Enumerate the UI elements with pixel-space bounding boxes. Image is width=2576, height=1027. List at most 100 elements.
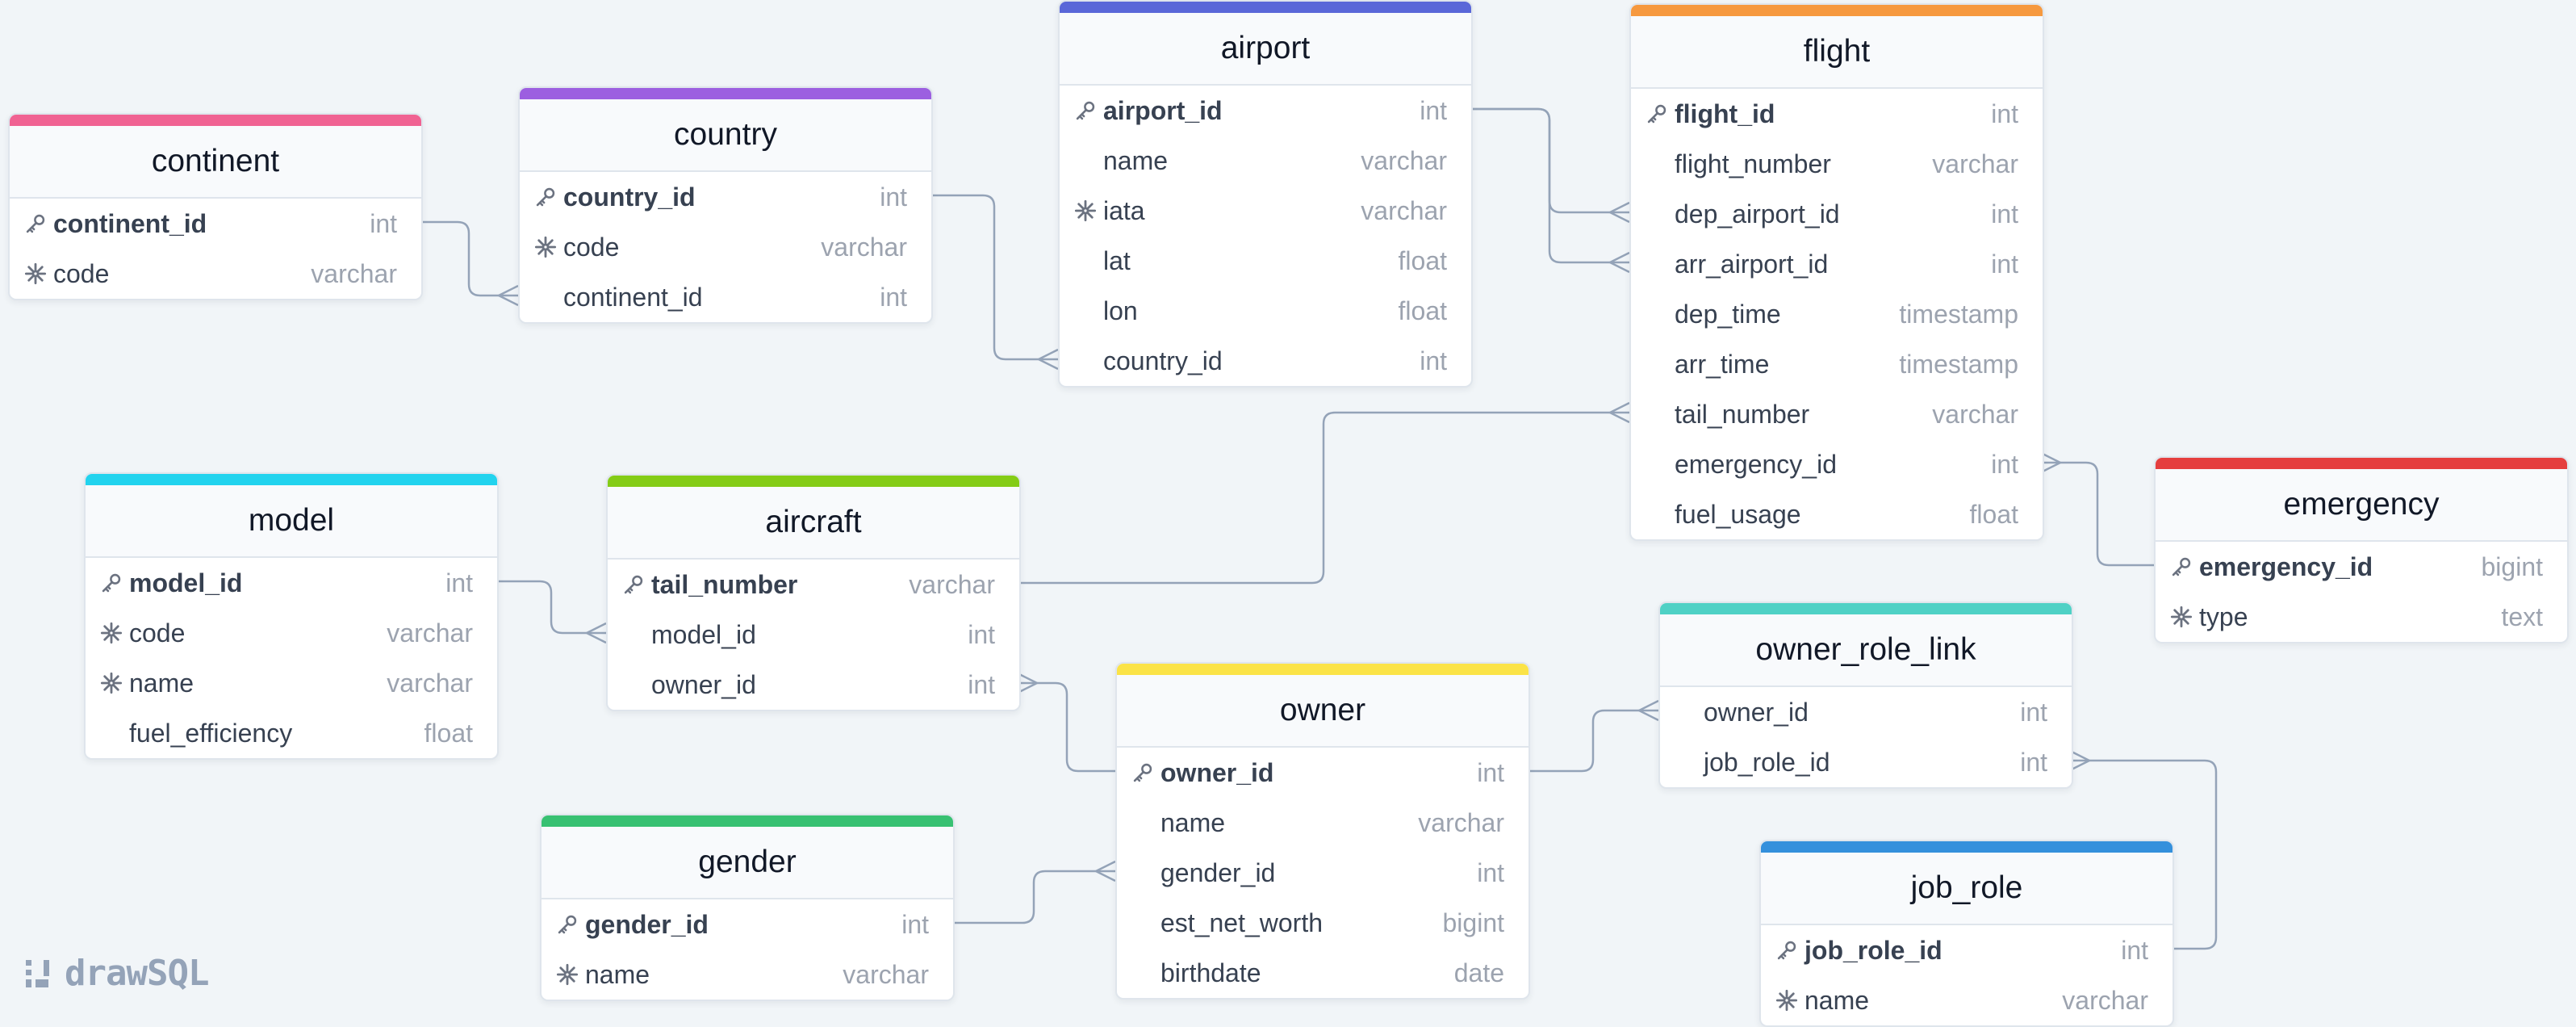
crows-foot-icon — [1609, 201, 1630, 224]
table-color-bar — [1761, 841, 2172, 853]
field-type: varchar — [1932, 399, 2018, 429]
field-name: gender_id — [1160, 857, 1276, 887]
crows-foot-icon — [586, 622, 607, 644]
field-row-lon[interactable]: lon float — [1060, 286, 1471, 336]
table-title[interactable]: job_role — [1761, 853, 2172, 925]
unique-index-icon — [1775, 989, 1804, 1012]
relationship-line — [1470, 107, 1629, 264]
field-type: int — [1477, 857, 1504, 887]
crows-foot-icon — [2040, 451, 2061, 474]
field-type: int — [2020, 747, 2047, 777]
unique-index-icon — [2170, 606, 2199, 628]
field-name: lon — [1103, 296, 1138, 325]
table-title[interactable]: flight — [1631, 16, 2043, 89]
field-type: timestamp — [1899, 349, 2018, 379]
field-name: emergency_id — [1675, 449, 1837, 479]
field-row-name[interactable]: name varchar — [1117, 798, 1528, 848]
field-type: float — [1969, 499, 2018, 529]
crows-foot-icon — [1638, 699, 1659, 722]
field-type: int — [445, 568, 473, 597]
table-title[interactable]: owner — [1117, 675, 1528, 748]
unique-index-icon — [24, 262, 53, 285]
table-title[interactable]: gender — [542, 827, 953, 899]
primary-key-icon — [1646, 103, 1675, 125]
table-title[interactable]: model — [86, 485, 497, 558]
table-title[interactable]: airport — [1060, 13, 1471, 86]
table-title[interactable]: country — [520, 99, 931, 172]
table-title[interactable]: owner_role_link — [1660, 614, 2072, 687]
relationship-line — [1527, 709, 1658, 773]
field-name: country_id — [1103, 346, 1223, 375]
crows-foot-icon — [2069, 749, 2090, 772]
table-title[interactable]: emergency — [2156, 469, 2567, 542]
field-name: owner_id — [651, 669, 756, 699]
table-title[interactable]: continent — [10, 126, 421, 199]
field-type: bigint — [2481, 551, 2544, 581]
table-title[interactable]: aircraft — [608, 487, 1019, 560]
field-type: int — [1991, 99, 2018, 128]
crows-foot-icon — [1609, 251, 1630, 274]
field-type: varchar — [1418, 807, 1504, 837]
field-type: varchar — [1361, 195, 1447, 225]
field-name: name — [1103, 145, 1169, 175]
field-type: timestamp — [1899, 299, 2018, 329]
unique-index-icon — [556, 963, 585, 986]
field-name: name — [1160, 807, 1226, 837]
field-row-gender-id[interactable]: gender_id int — [1117, 848, 1528, 898]
table-color-bar — [542, 815, 953, 827]
field-name: type — [2199, 602, 2248, 631]
field-type: float — [1398, 296, 1447, 325]
relationship-line — [496, 580, 606, 635]
